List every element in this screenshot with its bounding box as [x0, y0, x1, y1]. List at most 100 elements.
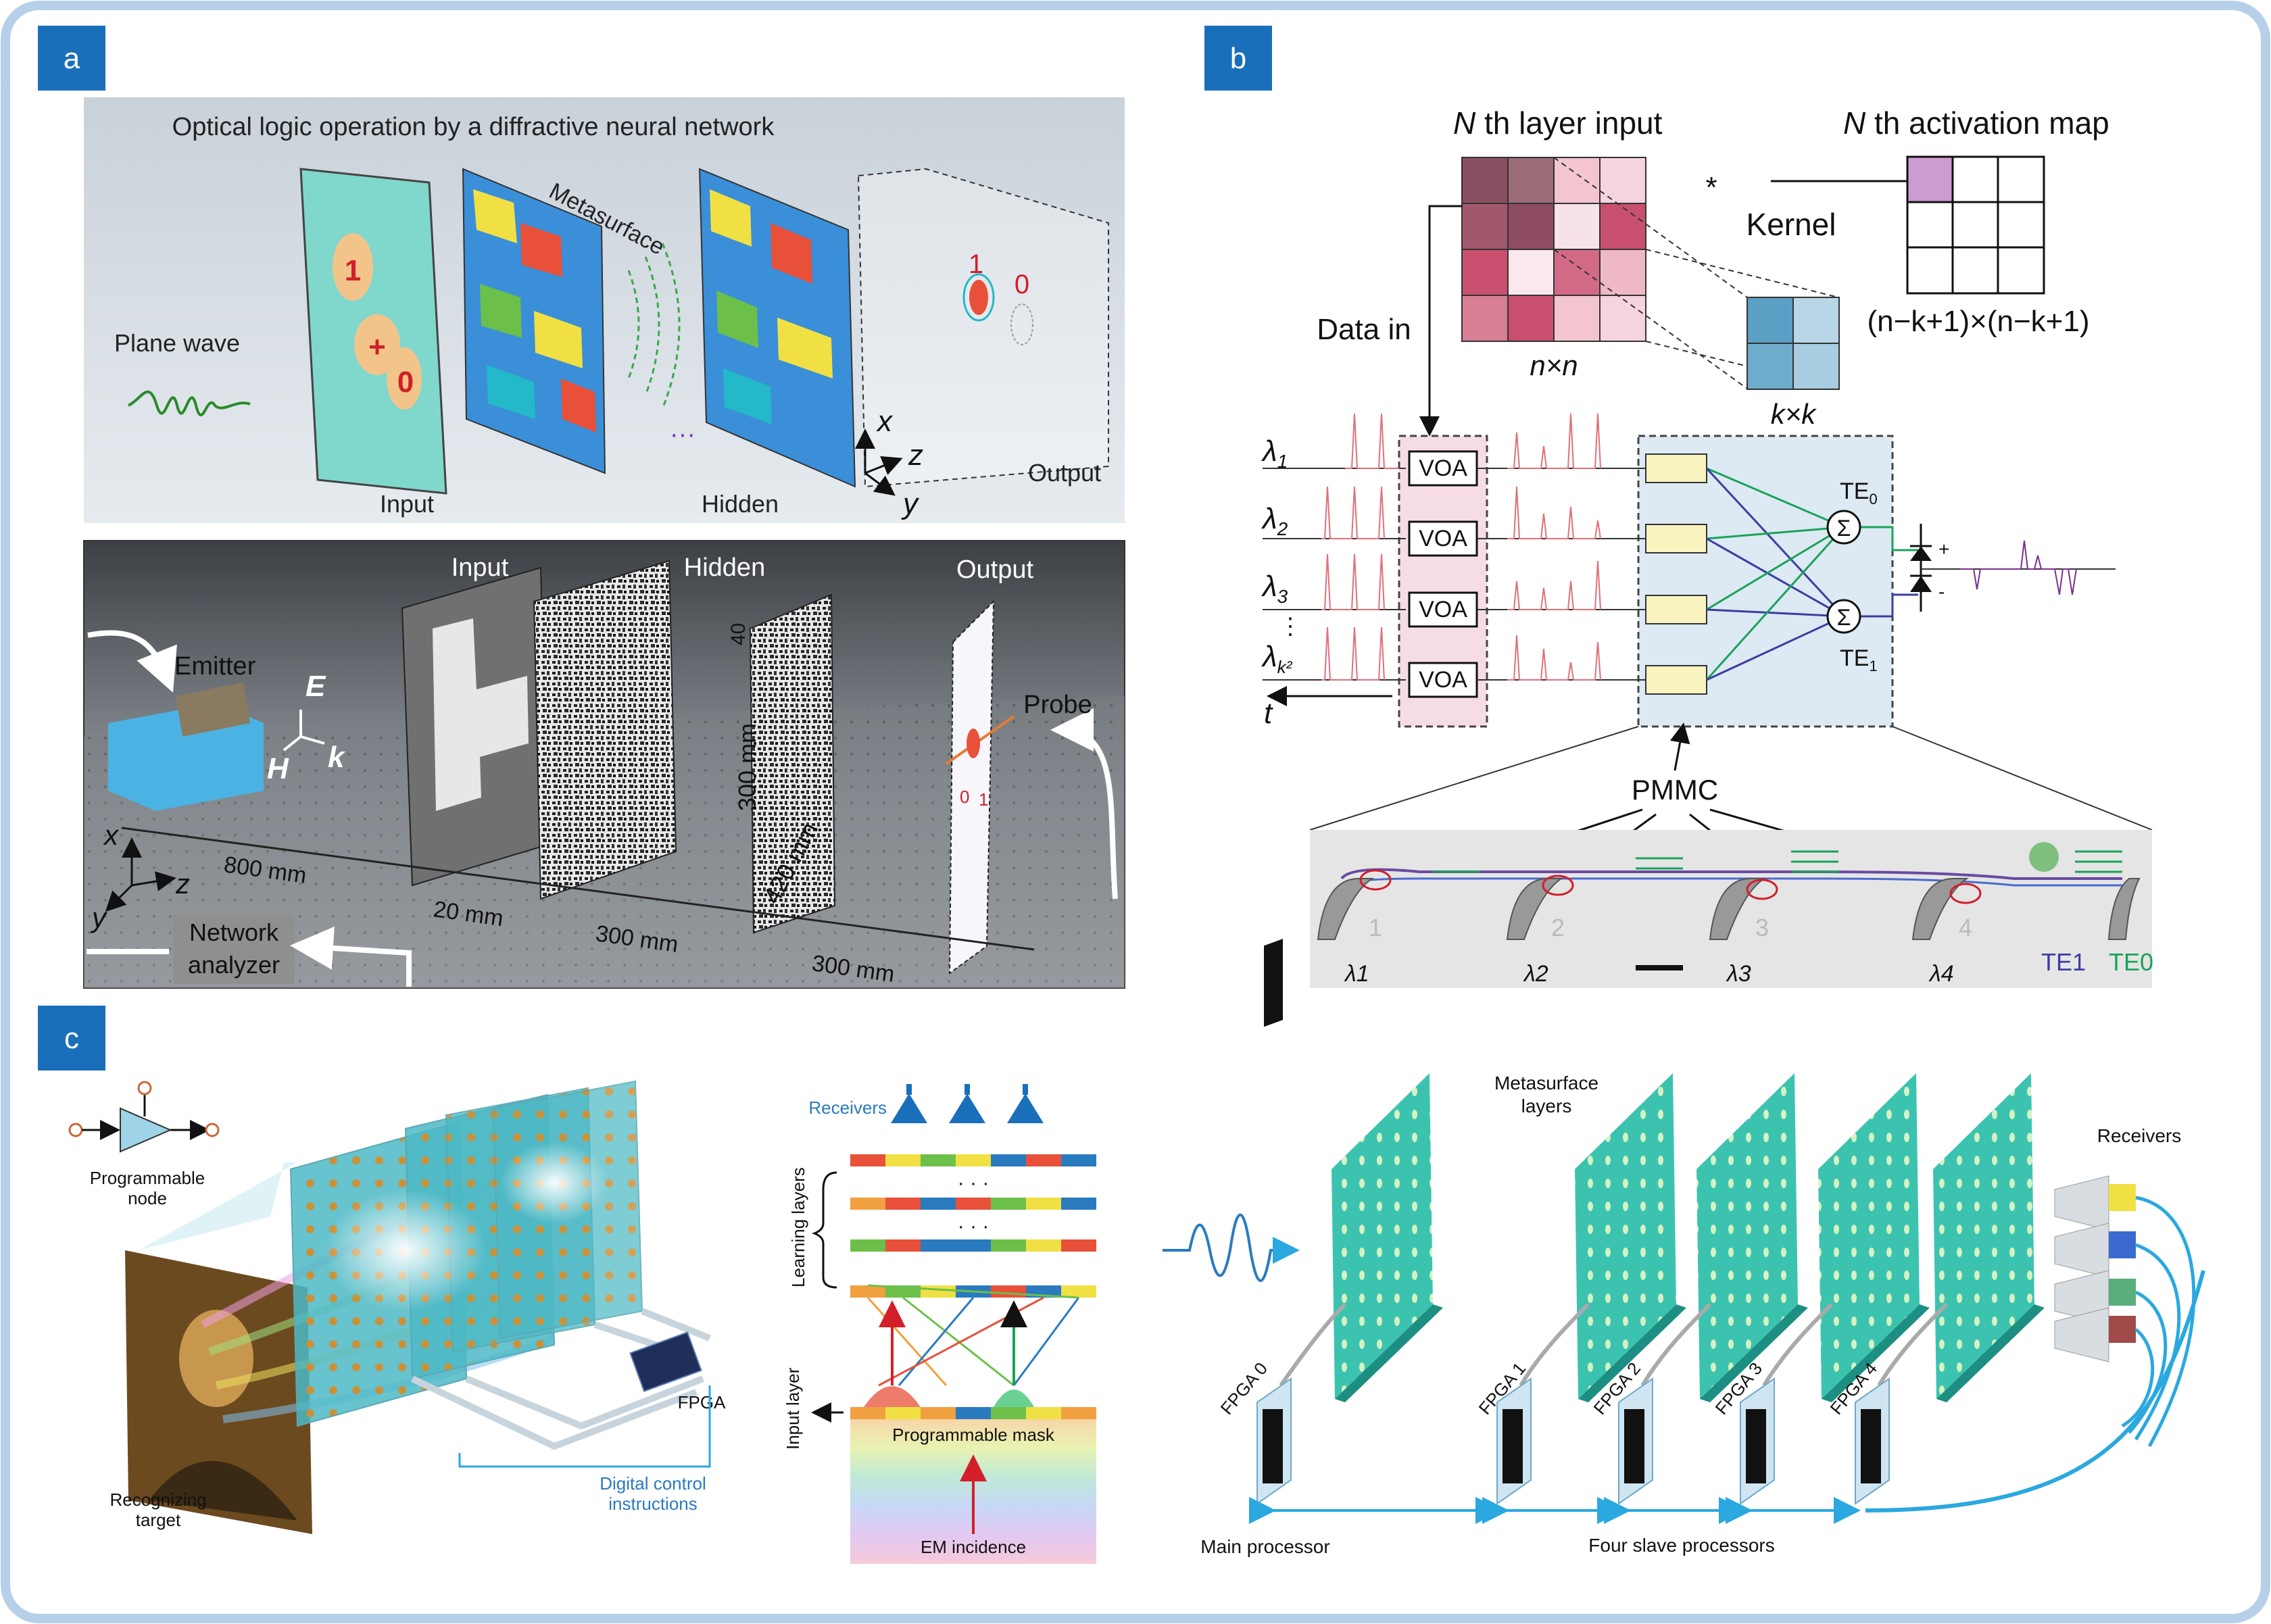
- panel-a: a Optical logic operation by a diffracti…: [38, 26, 1125, 989]
- panel-c-label-box: [38, 1006, 105, 1071]
- fpga-cables: [1279, 1302, 1949, 1387]
- k-by-k-label: k×k: [1771, 398, 1817, 430]
- dimension-40: 40: [727, 623, 750, 645]
- output-digit-one: 1: [969, 249, 983, 279]
- fpga-board: [629, 1331, 702, 1392]
- c-middle-receivers: Receivers: [808, 1098, 887, 1118]
- metasurface-layers-line-1: Metasurface: [1494, 1073, 1598, 1093]
- wdm-row-1: λ1 VOA: [1261, 413, 1707, 487]
- chip-lambda-4: λ4: [1928, 961, 1954, 987]
- emitter-foam: [108, 703, 264, 811]
- receiver-horns: [891, 1084, 1044, 1123]
- network-analyzer-line-1: Network: [189, 918, 279, 946]
- radiation-lobe-1: [864, 1386, 921, 1407]
- kernel-matrix: [1747, 297, 1840, 390]
- lambda-2: λ2: [1261, 502, 1288, 539]
- layers-dots-1: · · ·: [958, 1172, 990, 1194]
- hidden-dots: ···: [670, 420, 695, 449]
- fpga-boards: [1256, 939, 1890, 1505]
- chip-digit-4: 4: [1959, 914, 1972, 941]
- pmmc-node-2: [1645, 524, 1707, 553]
- field-axes: [283, 710, 325, 752]
- lambda-3: λ3: [1261, 570, 1288, 607]
- panel-a-bottom-photo: Emitter E H k Input Hidden 40 300 mm 420…: [83, 540, 1125, 989]
- pmmc-node-4: [1645, 665, 1707, 695]
- bottom-hidden-plate-2: [749, 593, 836, 934]
- c-middle-schematic: Receivers · · · · · · Learning layers: [783, 1084, 1096, 1564]
- lambda-k2: λk²: [1261, 640, 1293, 677]
- chip-digit-1: 1: [1369, 914, 1382, 941]
- voa-label-1: VOA: [1419, 456, 1467, 481]
- nth-activation-map-title: N th activation map: [1843, 105, 2109, 141]
- zoom-beam: [139, 1162, 297, 1250]
- receiver-return-cable: [1865, 1270, 2205, 1512]
- programmable-node-line-2: node: [128, 1188, 167, 1208]
- network-analyzer-line-2: analyzer: [188, 951, 280, 979]
- activation-map-size: (n−k+1)×(n−k+1): [1867, 305, 2090, 338]
- zoom-line-left: [1309, 726, 1639, 831]
- a-bottom-axes: [105, 837, 176, 912]
- voa-label-2: VOA: [1419, 526, 1467, 551]
- balanced-photodetector: [1910, 524, 2116, 612]
- chip-te0: TE0: [2109, 948, 2153, 976]
- wdm-row-4: λk² VOA: [1261, 626, 1707, 698]
- probe-hotspot: [967, 729, 980, 758]
- metasurface-layer-2: [698, 168, 856, 488]
- plane-wave-icon: [128, 390, 251, 417]
- nth-map-text: th activation map: [1865, 105, 2109, 141]
- learning-layers-brace: [811, 1171, 837, 1289]
- pmmc-node-3: [1645, 595, 1707, 624]
- panel-a-label-box: [38, 26, 105, 91]
- panel-c: c Programmable node Recognizing t: [38, 939, 2205, 1564]
- radiation-lobe-2: [994, 1389, 1034, 1407]
- a-top-axis-z: z: [908, 439, 923, 472]
- layers-dots-2: · · ·: [958, 1215, 990, 1237]
- c-right-metasurface-layers: [1332, 1073, 2045, 1402]
- input-digit-one: 1: [345, 254, 361, 287]
- a-bottom-output-label: Output: [956, 556, 1034, 584]
- pmmc-chip: 2 3 4 1 λ1 λ2 λ3 λ4 TE1 TE0: [1310, 830, 2153, 988]
- receiver-horns-right: [2054, 1175, 2136, 1362]
- chip-digit-3: 3: [1755, 914, 1769, 941]
- voa-box-2: [1408, 520, 1478, 557]
- pmmc-label: PMMC: [1632, 774, 1718, 806]
- learning-layers-label: Learning layers: [788, 1167, 808, 1287]
- wdm-row-3: λ3 ⋮ VOA: [1261, 553, 1707, 639]
- a-top-output-label: Output: [1028, 459, 1101, 487]
- chip-te1: TE1: [2041, 948, 2086, 976]
- a-bottom-input-label: Input: [451, 553, 509, 582]
- kernel-label: Kernel: [1747, 207, 1836, 242]
- panel-a-label: a: [64, 42, 80, 75]
- chip-lambda-3: λ3: [1726, 961, 1751, 987]
- voa-box-3: [1408, 591, 1478, 628]
- summation-node-te0: [1826, 510, 1861, 545]
- field-E: E: [306, 670, 326, 703]
- a-bottom-axis-y: y: [90, 902, 108, 933]
- input-digit-zero: 0: [397, 366, 414, 399]
- pmmc-pointer: [1669, 722, 1690, 771]
- main-processor-label: Main processor: [1200, 1536, 1329, 1557]
- output-plane: 1 0: [857, 168, 1109, 488]
- digital-control-line-2: instructions: [608, 1494, 698, 1514]
- activation-map-grid: [1906, 155, 2045, 295]
- c-left-fpga-label: FPGA: [678, 1392, 726, 1412]
- chip-digit-2: 2: [1551, 914, 1565, 941]
- nth-input-N: N: [1453, 105, 1476, 141]
- bottom-output-plane: [948, 599, 995, 975]
- rail-dimension-line: [121, 827, 1035, 951]
- probe-cable: [1050, 708, 1118, 900]
- summation-node-te1: [1826, 599, 1861, 634]
- pmmc-node-1: [1645, 453, 1707, 483]
- programmable-mask-label: Programmable mask: [892, 1425, 1055, 1445]
- lambda-1: λ1: [1261, 435, 1288, 472]
- diffraction-waves: [627, 243, 681, 410]
- emitter-label: Emitter: [174, 652, 256, 681]
- a-top-axes: [855, 428, 903, 496]
- field-H: H: [267, 752, 289, 785]
- input-digit-plus: +: [368, 330, 386, 364]
- metasurface-layer-1: [462, 168, 606, 474]
- receiver-cables: [2121, 1196, 2196, 1448]
- pmmc-mesh: [1705, 467, 1918, 681]
- detector-plus: +: [1938, 539, 1949, 560]
